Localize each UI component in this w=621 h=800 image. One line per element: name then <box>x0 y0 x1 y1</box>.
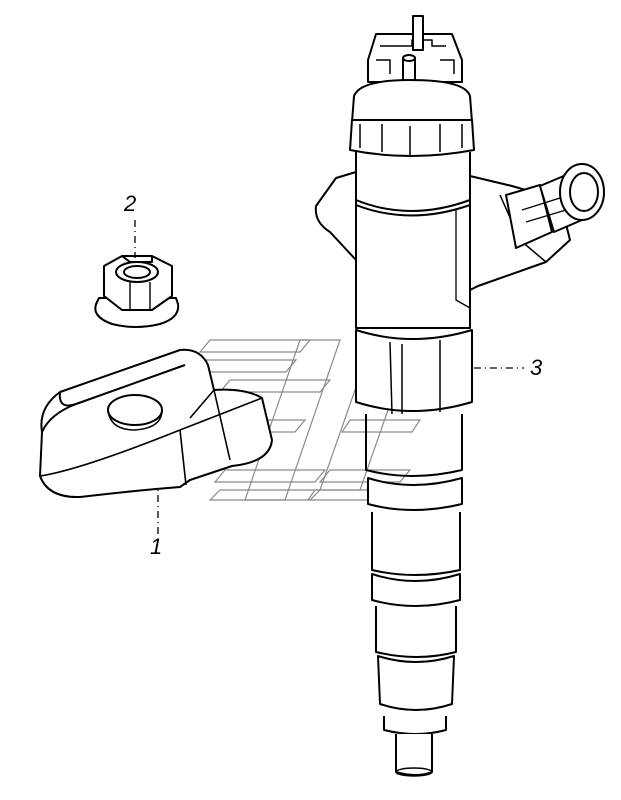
clamp <box>39 348 273 499</box>
watermark-logo <box>184 339 422 501</box>
callout-label-3: 3 <box>530 355 543 380</box>
leader-lines <box>134 220 524 534</box>
callout-label-1: 1 <box>150 534 163 559</box>
callout-label-2: 2 <box>124 191 137 216</box>
flange-nut <box>94 255 180 328</box>
injector <box>314 15 605 777</box>
